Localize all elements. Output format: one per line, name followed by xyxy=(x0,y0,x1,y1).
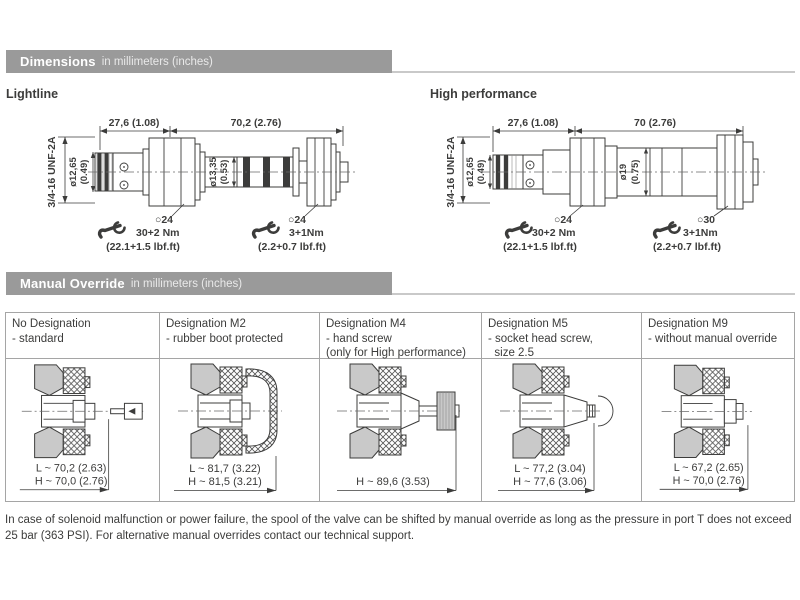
mo-cell-m4: H ~ 89,6 (3.53) xyxy=(320,359,482,501)
mo-header-m4: Designation M4 - hand screw (only for Hi… xyxy=(320,313,482,359)
lightline-torque-right-label: 3+1Nm xyxy=(289,227,324,239)
mo-cell-no-designation: L ~ 70,2 (2.63) H ~ 70,0 (2.76) xyxy=(6,359,160,501)
manual-override-section-title: Manual Override xyxy=(20,276,125,291)
mo-drawing-standard: L ~ 70,2 (2.63) H ~ 70,0 (2.76) xyxy=(19,364,147,493)
mo-dim-arrow xyxy=(498,423,595,494)
mo-dim-h: H ~ 77,6 (3.06) xyxy=(513,476,587,488)
hp-torque-right-label: 3+1Nm xyxy=(683,227,718,239)
mo-dim-h: H ~ 70,0 (2.76) xyxy=(35,475,108,487)
lightline-dimension-lines xyxy=(99,126,344,150)
mo-header-title: Designation M5 xyxy=(488,318,568,330)
hp-mid-dia-label: ø19 xyxy=(618,164,629,180)
hp-thread-label: 3/4-16 UNF-2A xyxy=(445,136,457,208)
lightline-drawing: 27,6 (1.08) 70,2 (2.76) 3/4-16 UNF-2A ø1… xyxy=(46,117,356,253)
lightline-valve-body xyxy=(88,137,356,207)
mo-m5-valve xyxy=(500,363,614,459)
hp-thread-dia-label: ø12,65 xyxy=(465,156,476,186)
mo-dim-h: H ~ 81,5 (3.21) xyxy=(188,476,262,488)
hp-af-left-label: ○24 xyxy=(554,214,572,226)
lightline-torque-left-label: 30+2 Nm xyxy=(136,227,180,239)
mo-header-no-designation: No Designation - standard xyxy=(6,313,160,359)
dimensions-section-header: Dimensions in millimeters (inches) xyxy=(6,50,392,73)
mo-header-title: Designation M4 xyxy=(326,318,406,330)
mo-dim-h: H ~ 89,6 (3.53) xyxy=(356,476,430,488)
mo-dim-arrow xyxy=(19,419,110,493)
mo-dim-arrow xyxy=(659,425,749,492)
lightline-thread-dia-in-label: (0.49) xyxy=(79,160,90,185)
lightline-mid-dia-in-label: (0.53) xyxy=(219,160,230,185)
mo-header-title: No Designation xyxy=(12,318,91,330)
hp-valve-body xyxy=(480,134,765,210)
mo-header-subtitle: - rubber boot protected xyxy=(166,332,283,345)
lightline-af-right-label: ○24 xyxy=(288,214,306,226)
mo-drawing-m2: L ~ 81,7 (3.22) H ~ 81,5 (3.21) xyxy=(174,363,282,494)
mo-dim-l: L ~ 81,7 (3.22) xyxy=(189,463,260,475)
hp-torque-left-lb-label: (22.1+1.5 lbf.ft) xyxy=(503,241,577,253)
mo-cell-m2: L ~ 81,7 (3.22) H ~ 81,5 (3.21) xyxy=(160,359,320,501)
mo-cell-m5: L ~ 77,2 (3.04) H ~ 77,6 (3.06) xyxy=(482,359,642,501)
lightline-torque-right-lb-label: (2.2+0.7 lbf.ft) xyxy=(258,241,326,253)
mo-header-subtitle: - standard xyxy=(12,332,64,345)
lightline-dim-left-label: 27,6 (1.08) xyxy=(109,117,160,129)
hp-thread-dim xyxy=(457,136,490,204)
mo-header-subtitle: - without manual override xyxy=(648,332,778,345)
mo-drawing-m4: H ~ 89,6 (3.53) xyxy=(337,363,463,494)
mo-m4-valve xyxy=(337,363,463,459)
wrench-icon xyxy=(251,221,280,239)
hp-af-right-label: ○30 xyxy=(697,214,715,226)
high-performance-heading: High performance xyxy=(430,87,537,101)
hp-torque-right-lb-label: (2.2+0.7 lbf.ft) xyxy=(653,241,721,253)
wrench-icon xyxy=(652,221,681,239)
hp-torque-left-label: 30+2 Nm xyxy=(532,227,576,239)
lightline-dim-right-label: 70,2 (2.76) xyxy=(231,117,282,129)
lightline-heading: Lightline xyxy=(6,87,59,101)
lightline-thread-dia-label: ø12,65 xyxy=(68,156,79,186)
mo-header-title: Designation M2 xyxy=(166,318,246,330)
manual-override-section-subtitle: in millimeters (inches) xyxy=(130,277,243,290)
hp-af-left-leader xyxy=(569,204,584,217)
hp-mid-dia-dim xyxy=(643,148,649,196)
high-performance-drawing: 27,6 (1.08) 70 (2.76) 3/4-16 UNF-2A ø12,… xyxy=(445,117,765,253)
lightline-af-left-label: ○24 xyxy=(155,214,173,226)
wrench-icon xyxy=(504,221,533,239)
dimensions-header-rule xyxy=(392,71,795,73)
manual-override-table: No Designation - standard Designation M2… xyxy=(5,312,795,502)
mo-cell-m9: L ~ 67,2 (2.65) H ~ 70,0 (2.76) xyxy=(642,359,794,501)
dimensions-section-subtitle: in millimeters (inches) xyxy=(101,55,213,68)
dimensions-section-title: Dimensions xyxy=(20,54,96,69)
mo-dim-arrow xyxy=(174,456,277,494)
hp-dim-left-label: 27,6 (1.08) xyxy=(508,117,559,129)
lightline-mid-dia-label: ø13,35 xyxy=(208,156,219,186)
hp-dim-right-label: 70 (2.76) xyxy=(634,117,676,129)
lightline-mid-dia-dim xyxy=(231,157,237,187)
mo-m2-valve xyxy=(178,363,282,459)
mo-dim-l: L ~ 70,2 (2.63) xyxy=(36,462,106,474)
manual-override-note: In case of solenoid malfunction or power… xyxy=(5,514,792,543)
mo-header-subtitle: - hand screw (only for High performance) xyxy=(326,332,466,360)
mo-header-m5: Designation M5 - socket head screw, size… xyxy=(482,313,642,359)
lightline-thread-label: 3/4-16 UNF-2A xyxy=(46,136,58,208)
mo-drawing-m9: L ~ 67,2 (2.65) H ~ 70,0 (2.76) xyxy=(659,364,752,492)
hp-mid-dia-in-label: (0.75) xyxy=(630,160,641,185)
hp-dimension-lines xyxy=(492,126,744,152)
mo-dim-arrow xyxy=(337,415,457,494)
wrench-icon xyxy=(97,221,126,239)
mo-dim-l: L ~ 67,2 (2.65) xyxy=(674,462,744,474)
mo-header-m9: Designation M9 - without manual override xyxy=(642,313,794,359)
manual-override-header-rule xyxy=(392,293,795,295)
mo-drawing-m5: L ~ 77,2 (3.04) H ~ 77,6 (3.06) xyxy=(498,363,614,494)
lightline-af-right-leader xyxy=(304,203,319,217)
lightline-thread-dim xyxy=(58,136,95,204)
lightline-torque-left-lb-label: (22.1+1.5 lbf.ft) xyxy=(106,241,180,253)
manual-override-section-header: Manual Override in millimeters (inches) xyxy=(6,272,392,295)
mo-standard-valve xyxy=(21,364,147,459)
mo-header-title: Designation M9 xyxy=(648,318,728,330)
mo-m9-valve xyxy=(661,364,752,458)
mo-dim-h: H ~ 70,0 (2.76) xyxy=(673,475,745,487)
hp-af-right-leader xyxy=(713,205,729,217)
mo-header-m2: Designation M2 - rubber boot protected xyxy=(160,313,320,359)
mo-header-subtitle: - socket head screw, size 2.5 xyxy=(488,332,593,360)
lightline-af-left-leader xyxy=(171,203,185,217)
mo-dim-l: L ~ 77,2 (3.04) xyxy=(514,463,585,475)
